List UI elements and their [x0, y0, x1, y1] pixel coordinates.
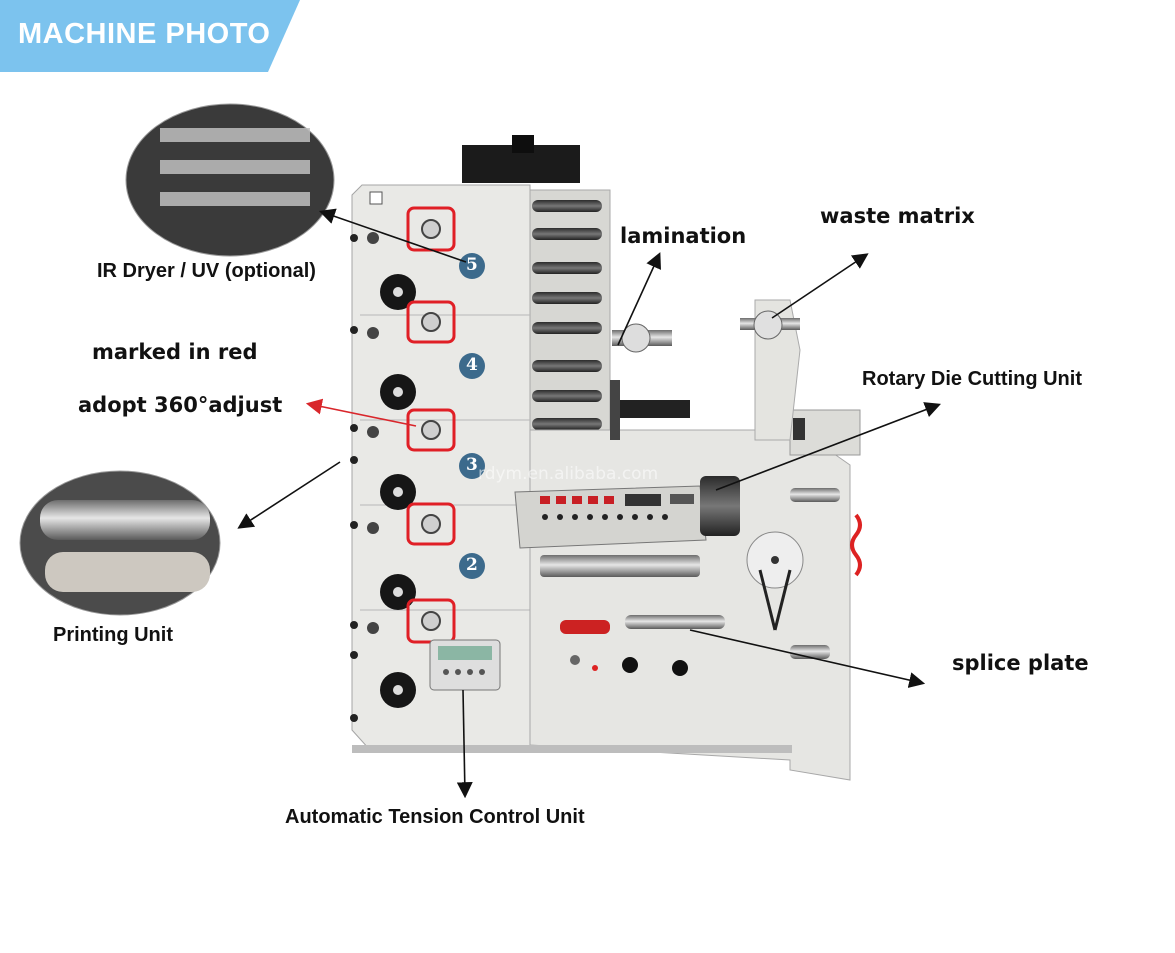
- unit-number-2: 2: [466, 555, 478, 575]
- ce-mark-icon: [369, 191, 383, 205]
- label-splice-plate: splice plate: [952, 651, 1089, 675]
- label-adjust: adopt 360°adjust: [78, 393, 283, 417]
- unit-number-5: 5: [466, 255, 478, 275]
- label-marked-red: marked in red: [92, 340, 258, 364]
- label-ir-dryer: IR Dryer / UV (optional): [97, 260, 316, 282]
- banner-title: MACHINE PHOTO: [18, 18, 271, 50]
- printing-unit-photo: [19, 470, 221, 616]
- label-tension-control: Automatic Tension Control Unit: [285, 806, 585, 828]
- watermark: rdym.en.alibaba.com: [478, 464, 659, 484]
- ir-dryer-photo: [125, 103, 335, 257]
- unit-number-3: 3: [466, 455, 478, 475]
- handwheel-icon: [380, 274, 416, 708]
- label-waste-matrix: waste matrix: [820, 204, 975, 228]
- unit-number-4: 4: [466, 355, 478, 375]
- label-printing-unit: Printing Unit: [53, 624, 173, 646]
- label-lamination: lamination: [620, 224, 747, 248]
- label-rotary-die: Rotary Die Cutting Unit: [862, 368, 1082, 390]
- banner-background: [0, 0, 300, 72]
